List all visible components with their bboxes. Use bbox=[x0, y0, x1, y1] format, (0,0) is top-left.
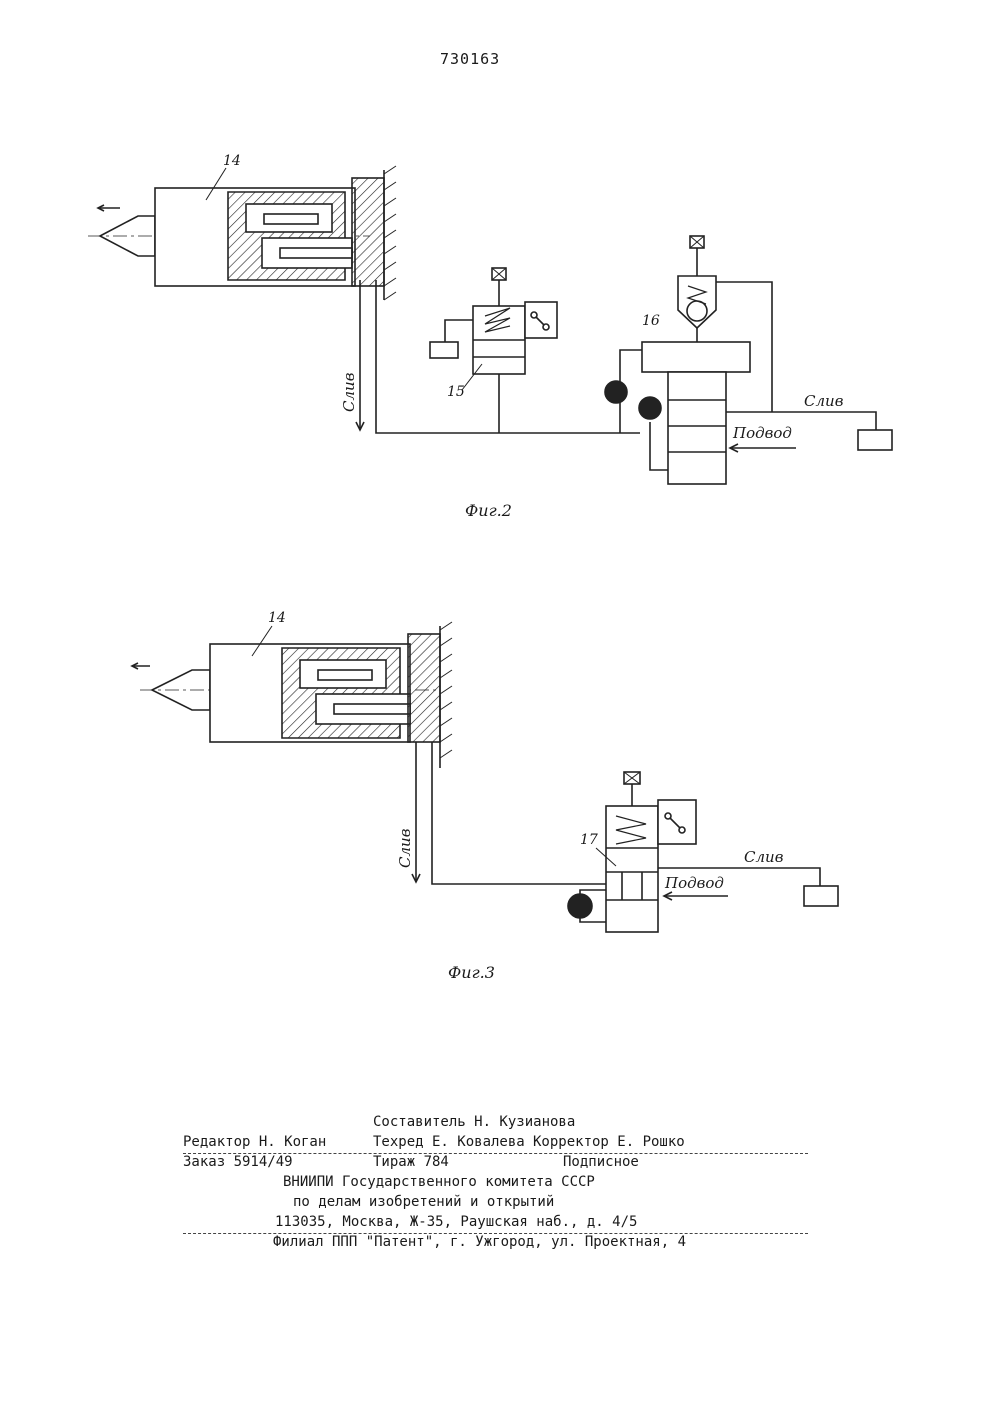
figure-3: 14 17 Слив Слив Подвод Фиг.3 bbox=[0, 600, 1000, 1000]
address: 113035, Москва, Ж-35, Раушская наб., д. … bbox=[275, 1212, 637, 1232]
fig2-caption: Фиг.2 bbox=[465, 501, 512, 520]
org-line-2: по делам изобретений и открытий bbox=[293, 1192, 554, 1212]
compiler: Составитель Н. Кузианова bbox=[373, 1112, 575, 1132]
fig2-drain-vertical: Слив bbox=[340, 372, 358, 412]
figure-2: 14 15 16 Слив Слив Подвод Фиг.2 bbox=[0, 130, 1000, 530]
editor: Редактор Н. Коган bbox=[183, 1132, 326, 1152]
fig3-supply: Подвод bbox=[664, 874, 724, 892]
print-run: Тираж 784 bbox=[373, 1152, 449, 1172]
order: Заказ 5914/49 bbox=[183, 1152, 293, 1172]
branch: Филиал ППП "Патент", г. Ужгород, ул. Про… bbox=[273, 1232, 686, 1252]
fig3-drain-vertical: Слив bbox=[396, 828, 414, 868]
fig2-part-15: 15 bbox=[447, 384, 465, 400]
fig2-part-14: 14 bbox=[223, 153, 241, 169]
fig2-drain-right: Слив bbox=[804, 392, 844, 410]
check-valve-a bbox=[605, 381, 627, 403]
colophon: Составитель Н. Кузианова Редактор Н. Ког… bbox=[183, 1112, 808, 1252]
subscription: Подписное bbox=[563, 1152, 639, 1172]
fig3-part-17: 17 bbox=[580, 832, 598, 848]
check-valve bbox=[568, 894, 592, 918]
fig3-part-14: 14 bbox=[268, 610, 286, 626]
page-number: 730163 bbox=[440, 50, 500, 68]
valve-15 bbox=[430, 268, 557, 433]
techred: Техред Е. Ковалева bbox=[373, 1132, 525, 1152]
wall-block bbox=[408, 634, 440, 742]
wall-block bbox=[352, 178, 384, 286]
org-line-1: ВНИИПИ Государственного комитета СССР bbox=[283, 1172, 595, 1192]
check-valve-b bbox=[639, 397, 661, 419]
fig3-caption: Фиг.3 bbox=[448, 963, 495, 982]
corrector: Корректор Е. Рошко bbox=[533, 1132, 685, 1152]
fig2-supply: Подвод bbox=[732, 424, 792, 442]
fig2-part-16: 16 bbox=[642, 313, 660, 329]
valve-17 bbox=[568, 772, 838, 932]
valve-16 bbox=[605, 236, 892, 484]
fig3-drain-right: Слив bbox=[744, 848, 784, 866]
